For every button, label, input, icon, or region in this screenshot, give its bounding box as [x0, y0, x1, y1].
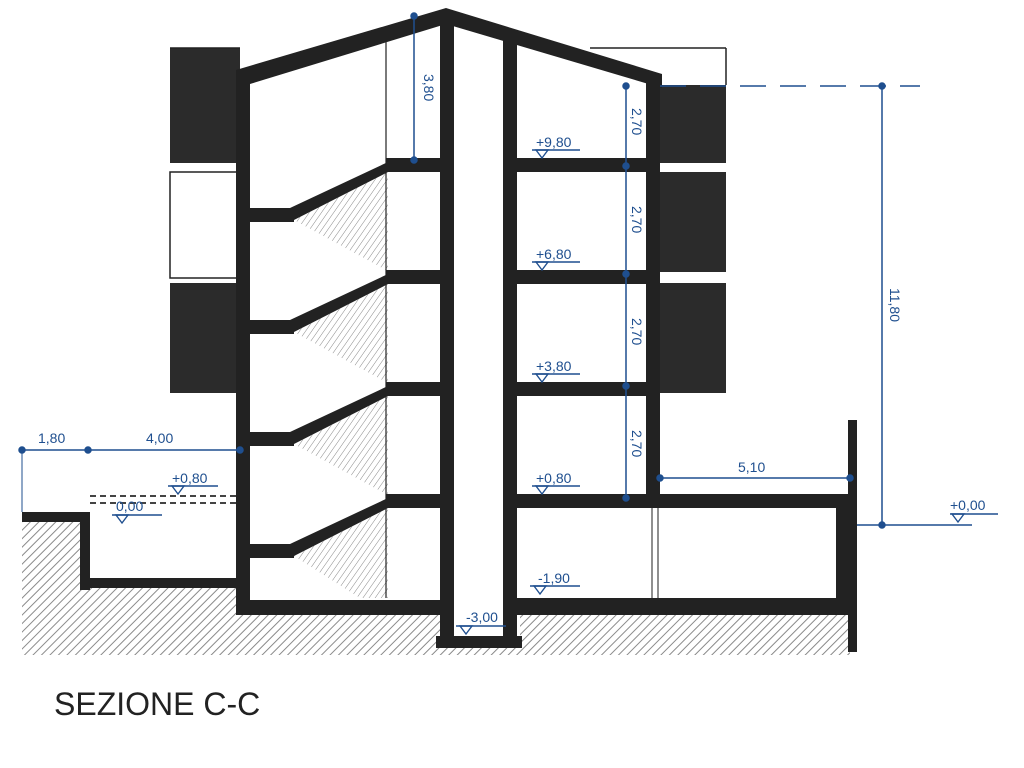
dim-270-d: 2,70: [629, 430, 645, 457]
level-m190: -1,90: [538, 570, 570, 586]
level-markers: [112, 149, 998, 636]
level-380: +3,80: [536, 358, 572, 374]
dim-270-c: 2,70: [629, 318, 645, 345]
dim-400: 4,00: [146, 430, 173, 446]
building-structure: [22, 8, 857, 652]
level-labels: +9,80 +6,80 +3,80 +0,80 -1,90 -3,00 +0,8…: [116, 134, 986, 625]
dim-270-b: 2,70: [629, 206, 645, 233]
section-title: SEZIONE C-C: [54, 686, 261, 722]
level-980: +9,80: [536, 134, 572, 150]
dimension-lines: [18, 12, 972, 529]
secondary-lines: [90, 495, 659, 598]
dim-380-shaft: 3,80: [421, 74, 437, 101]
dimension-labels: 1,80 4,00 5,10 3,80 2,70 2,70 2,70 2,70 …: [38, 74, 903, 475]
ground-hatch: [22, 520, 850, 655]
level-000-right: +0,00: [950, 497, 986, 513]
facade-background: [169, 47, 727, 393]
level-680: +6,80: [536, 246, 572, 262]
dim-270-a: 2,70: [629, 108, 645, 135]
level-080-left: +0,80: [172, 470, 208, 486]
level-000-left: 0,00: [116, 498, 143, 514]
dim-1180: 11,80: [887, 288, 903, 322]
stair-flights: [250, 40, 388, 598]
level-080-right: +0,80: [536, 470, 572, 486]
level-m300: -3,00: [466, 609, 498, 625]
dim-510: 5,10: [738, 459, 765, 475]
dim-180: 1,80: [38, 430, 65, 446]
